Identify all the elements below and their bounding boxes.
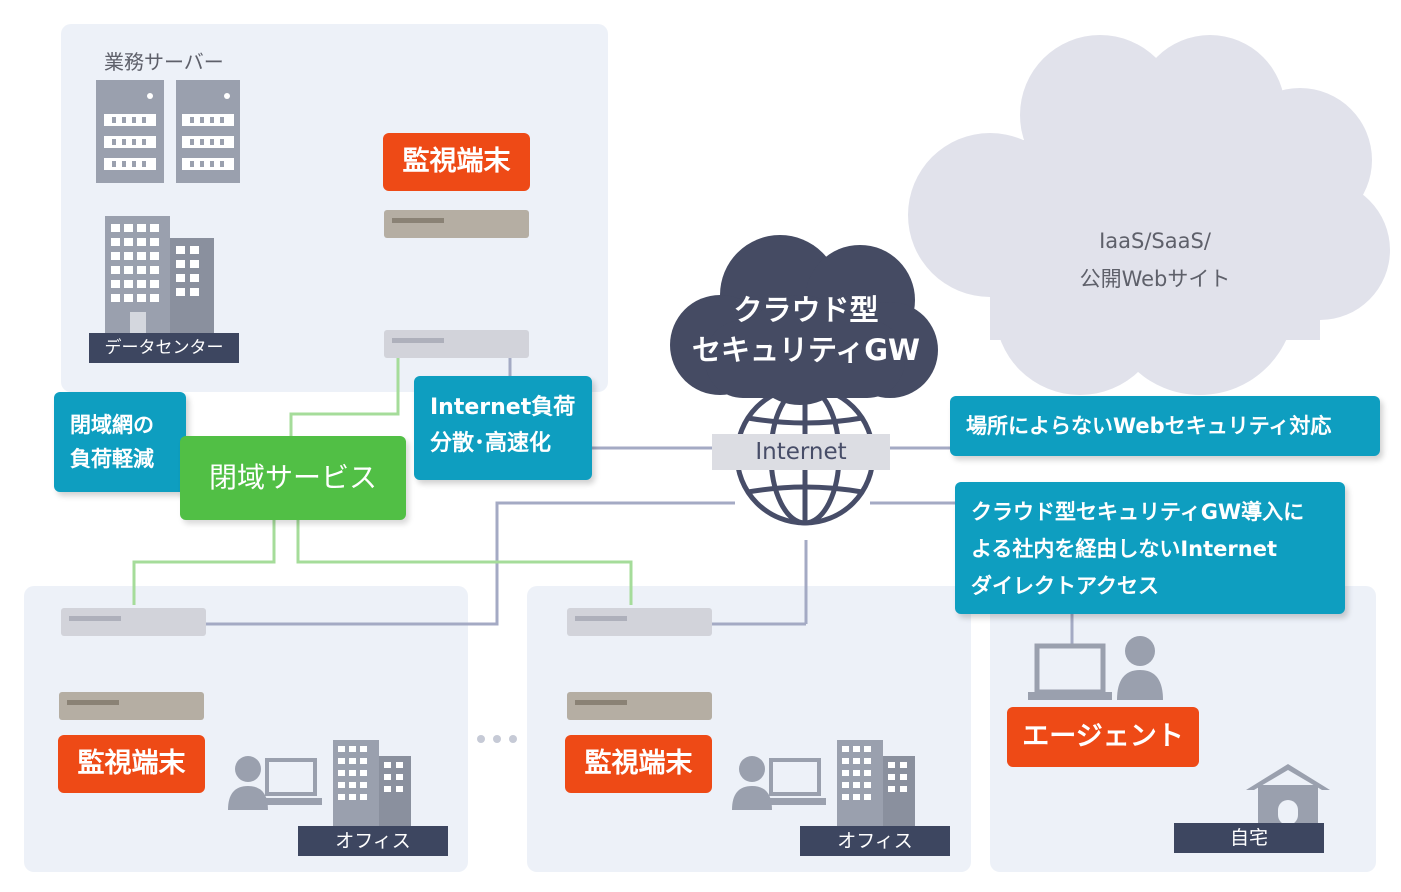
security-gw-text: クラウド型 セキュリティGW [691, 293, 921, 367]
location-free-callout: 場所によらないWebセキュリティ対応 [950, 396, 1380, 456]
office1-monitor-label: 監視端末 [58, 735, 205, 793]
ellipsis-dots [477, 735, 517, 743]
security-gw-cloud [670, 235, 938, 405]
network-device-dc-monitor [384, 210, 529, 238]
network-device-office2-monitor [567, 692, 712, 720]
server-rack-icons [96, 80, 240, 183]
saas-cloud [908, 35, 1390, 395]
saas-label: IaaS/SaaS/ 公開Webサイト [1040, 222, 1270, 298]
office1-building-icon [333, 740, 411, 830]
internet-offload-text: Internet負荷 分散･高速化 [430, 395, 576, 456]
load-reduction-text: 閉域網の 負荷軽減 [70, 413, 154, 471]
office1-label: オフィス [298, 826, 448, 856]
office2-user-laptop-icon [732, 756, 826, 810]
direct-access-text: クラウド型セキュリティGW導入に よる社内を経由しないInternet ダイレク… [971, 500, 1305, 598]
datacenter-label: データセンター [89, 333, 239, 363]
direct-access-callout: クラウド型セキュリティGW導入に よる社内を経由しないInternet ダイレク… [955, 482, 1345, 614]
house-icon [1246, 764, 1330, 825]
servers-label: 業務サーバー [104, 50, 224, 74]
network-device-office1-gateway [61, 608, 206, 636]
home-laptop-user-icon [1028, 636, 1163, 700]
dc-monitor-label: 監視端末 [383, 133, 530, 191]
load-reduction-callout: 閉域網の 負荷軽減 [54, 392, 186, 492]
office2-building-icon [837, 740, 915, 830]
network-device-dc-gateway [384, 330, 529, 358]
closed-network-lines [132, 356, 633, 605]
closed-service-label: 閉域サービス [180, 436, 406, 520]
office2-monitor-label: 監視端末 [565, 735, 712, 793]
office1-user-laptop-icon [228, 756, 322, 810]
home-label: 自宅 [1174, 823, 1324, 853]
agent-label: エージェント [1007, 707, 1199, 767]
security-gw-label: クラウド型 セキュリティGW [690, 290, 922, 370]
saas-text: IaaS/SaaS/ 公開Webサイト [1079, 229, 1231, 291]
internet-offload-callout: Internet負荷 分散･高速化 [414, 376, 592, 480]
office2-label: オフィス [800, 826, 950, 856]
network-device-office1-monitor [59, 692, 204, 720]
datacenter-building-icon [105, 216, 214, 334]
internet-label: Internet [712, 434, 890, 470]
network-device-office2-gateway [567, 608, 712, 636]
